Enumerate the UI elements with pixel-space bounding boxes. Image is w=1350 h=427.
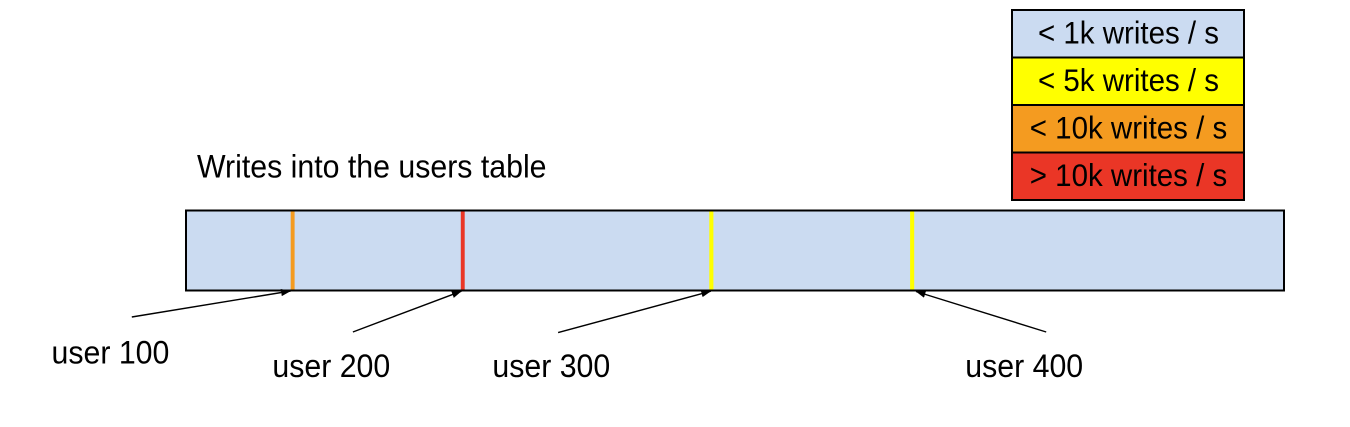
svg-text:user 400: user 400 [965, 347, 1083, 384]
svg-text:> 10k writes / s: > 10k writes / s [1030, 157, 1227, 193]
svg-text:< 1k writes / s: < 1k writes / s [1038, 15, 1219, 51]
svg-text:< 10k writes / s: < 10k writes / s [1030, 110, 1227, 146]
svg-text:Writes into the users table: Writes into the users table [197, 147, 547, 184]
svg-text:user 100: user 100 [52, 334, 170, 371]
svg-text:< 5k writes / s: < 5k writes / s [1038, 62, 1219, 98]
svg-text:user 300: user 300 [492, 347, 610, 384]
svg-text:user 200: user 200 [272, 347, 390, 384]
